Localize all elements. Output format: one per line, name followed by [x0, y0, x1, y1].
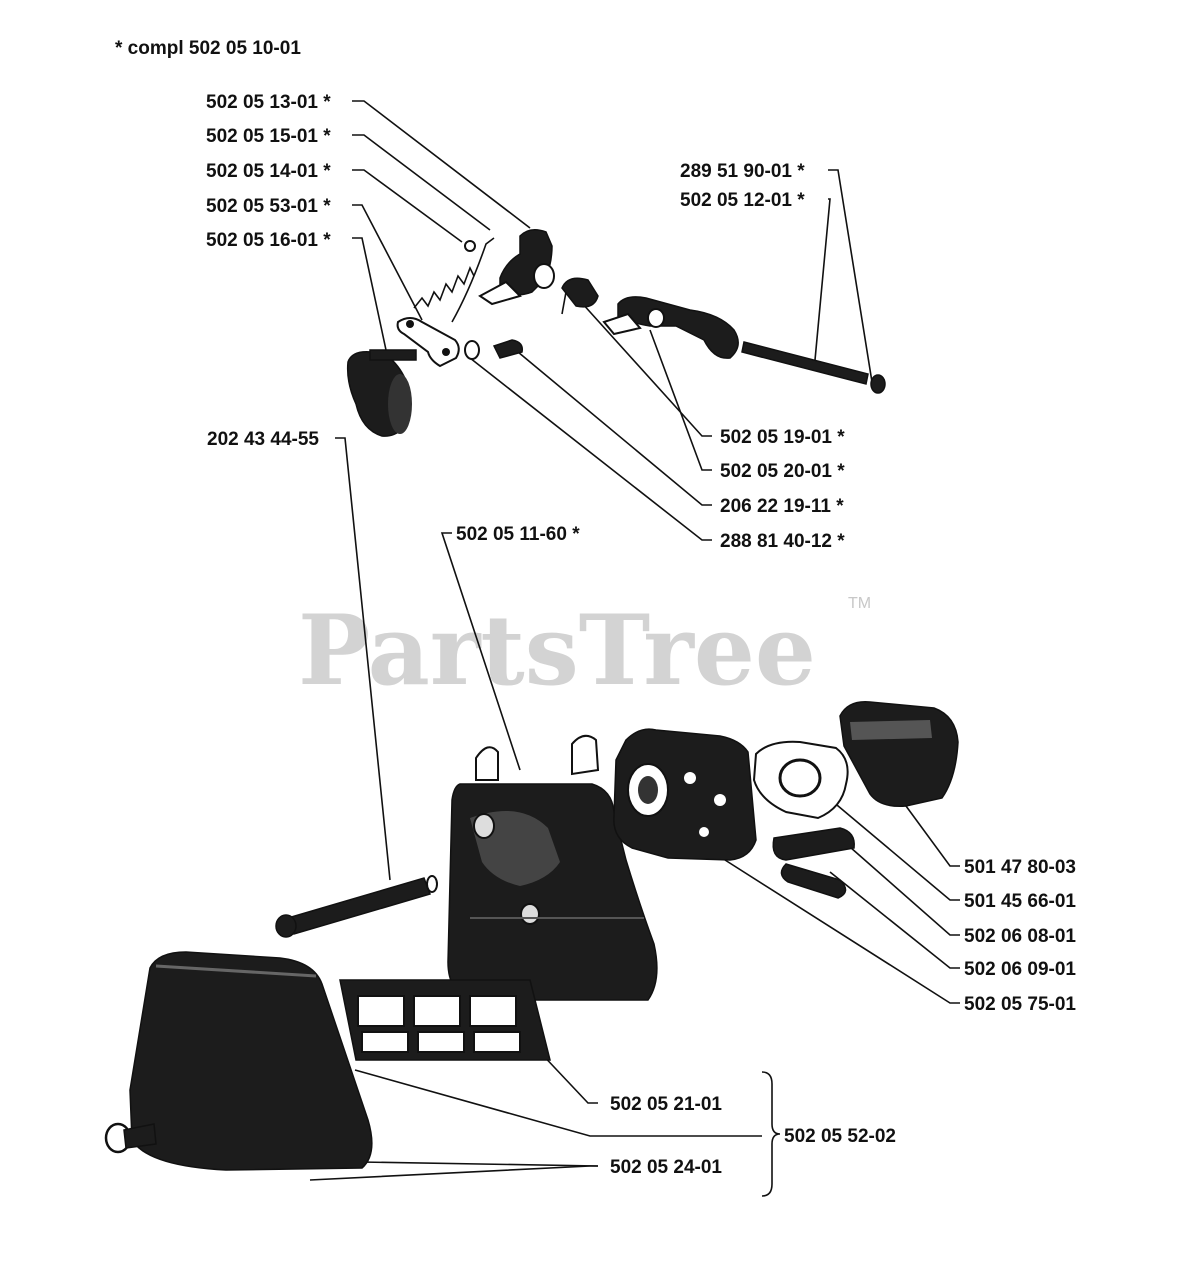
leader-502052401-b	[359, 1161, 599, 1167]
leader-501478003	[905, 805, 960, 867]
leader-502051160	[440, 532, 521, 771]
throttle-trigger	[602, 296, 739, 359]
wire-rod	[451, 237, 495, 323]
compl-note: * compl 502 05 10-01	[115, 38, 301, 59]
leader-502051601	[352, 237, 387, 351]
label-502055202: 502 05 52-02	[784, 1126, 896, 1147]
label-502051601: 502 05 16-01 *	[206, 230, 331, 251]
pivot-pin	[741, 341, 886, 394]
torsion-spring	[561, 277, 599, 315]
label-202434455: 202 43 44-55	[207, 429, 319, 450]
leader-206221911	[517, 351, 712, 506]
lower-parts	[104, 701, 959, 1171]
label-501478003: 501 47 80-03	[964, 857, 1076, 878]
leader-502051901	[571, 291, 712, 437]
label-502052001: 502 05 20-01 *	[720, 461, 845, 482]
screw	[492, 339, 524, 359]
carburetor	[613, 728, 757, 861]
leader-502060901	[829, 871, 960, 969]
label-206221911: 206 22 19-11 *	[720, 496, 844, 517]
throttle-bracket	[478, 229, 555, 306]
label-502051901: 502 05 19-01 *	[720, 427, 845, 448]
label-502051501: 502 05 15-01 *	[206, 126, 331, 147]
cover-knob	[104, 1122, 157, 1154]
choke-knob	[346, 349, 417, 437]
label-502060801: 502 06 08-01	[964, 926, 1076, 947]
filter-tray	[339, 979, 551, 1061]
leader-202434455	[335, 437, 391, 881]
air-filter-cover	[129, 951, 373, 1171]
group-bracket	[761, 1071, 781, 1197]
leader-502055301	[352, 204, 423, 321]
intake-elbow	[839, 701, 959, 807]
gasket	[752, 740, 849, 820]
label-502060901: 502 06 09-01	[964, 959, 1076, 980]
fuel-hose	[780, 863, 847, 899]
leader-502051401	[352, 169, 463, 243]
label-289519001: 289 51 90-01 *	[680, 161, 805, 182]
part-labels: 502 05 13-01 * 502 05 15-01 * 502 05 14-…	[206, 92, 1076, 1178]
leader-lines-upper	[352, 100, 873, 541]
watermark-trademark: TM	[848, 595, 871, 612]
label-502051201: 502 05 12-01 *	[680, 190, 805, 211]
label-502051301: 502 05 13-01 *	[206, 92, 331, 113]
leader-288814012	[469, 357, 712, 541]
label-502052401: 502 05 24-01	[610, 1157, 722, 1178]
leader-501456601	[824, 794, 960, 901]
leader-289519001	[828, 169, 873, 383]
spring	[413, 240, 476, 309]
label-502051401: 502 05 14-01 *	[206, 161, 331, 182]
leader-lines-lower	[309, 437, 960, 1197]
label-502057501: 502 05 75-01	[964, 994, 1076, 1015]
label-502051160: 502 05 11-60 *	[456, 524, 580, 545]
label-288814012: 288 81 40-12 *	[720, 531, 845, 552]
leader-502057501	[724, 859, 960, 1004]
label-502052101: 502 05 21-01	[610, 1094, 722, 1115]
long-bolt	[275, 875, 438, 938]
filter-housing	[447, 734, 658, 1001]
leader-502051301	[352, 100, 531, 229]
label-502055301: 502 05 53-01 *	[206, 196, 331, 217]
filter-screen	[772, 827, 855, 861]
leader-502051201	[814, 198, 831, 361]
watermark-text: PartsTree	[298, 594, 816, 707]
washer	[464, 340, 480, 360]
leader-502051501	[352, 134, 491, 231]
leader-502060801	[841, 839, 960, 936]
leader-502052101	[537, 1049, 598, 1104]
upper-linkage-parts	[346, 229, 886, 437]
leader-502052001	[649, 329, 712, 471]
label-501456601: 501 45 66-01	[964, 891, 1076, 912]
leader-to-bracket-top	[354, 1069, 762, 1137]
